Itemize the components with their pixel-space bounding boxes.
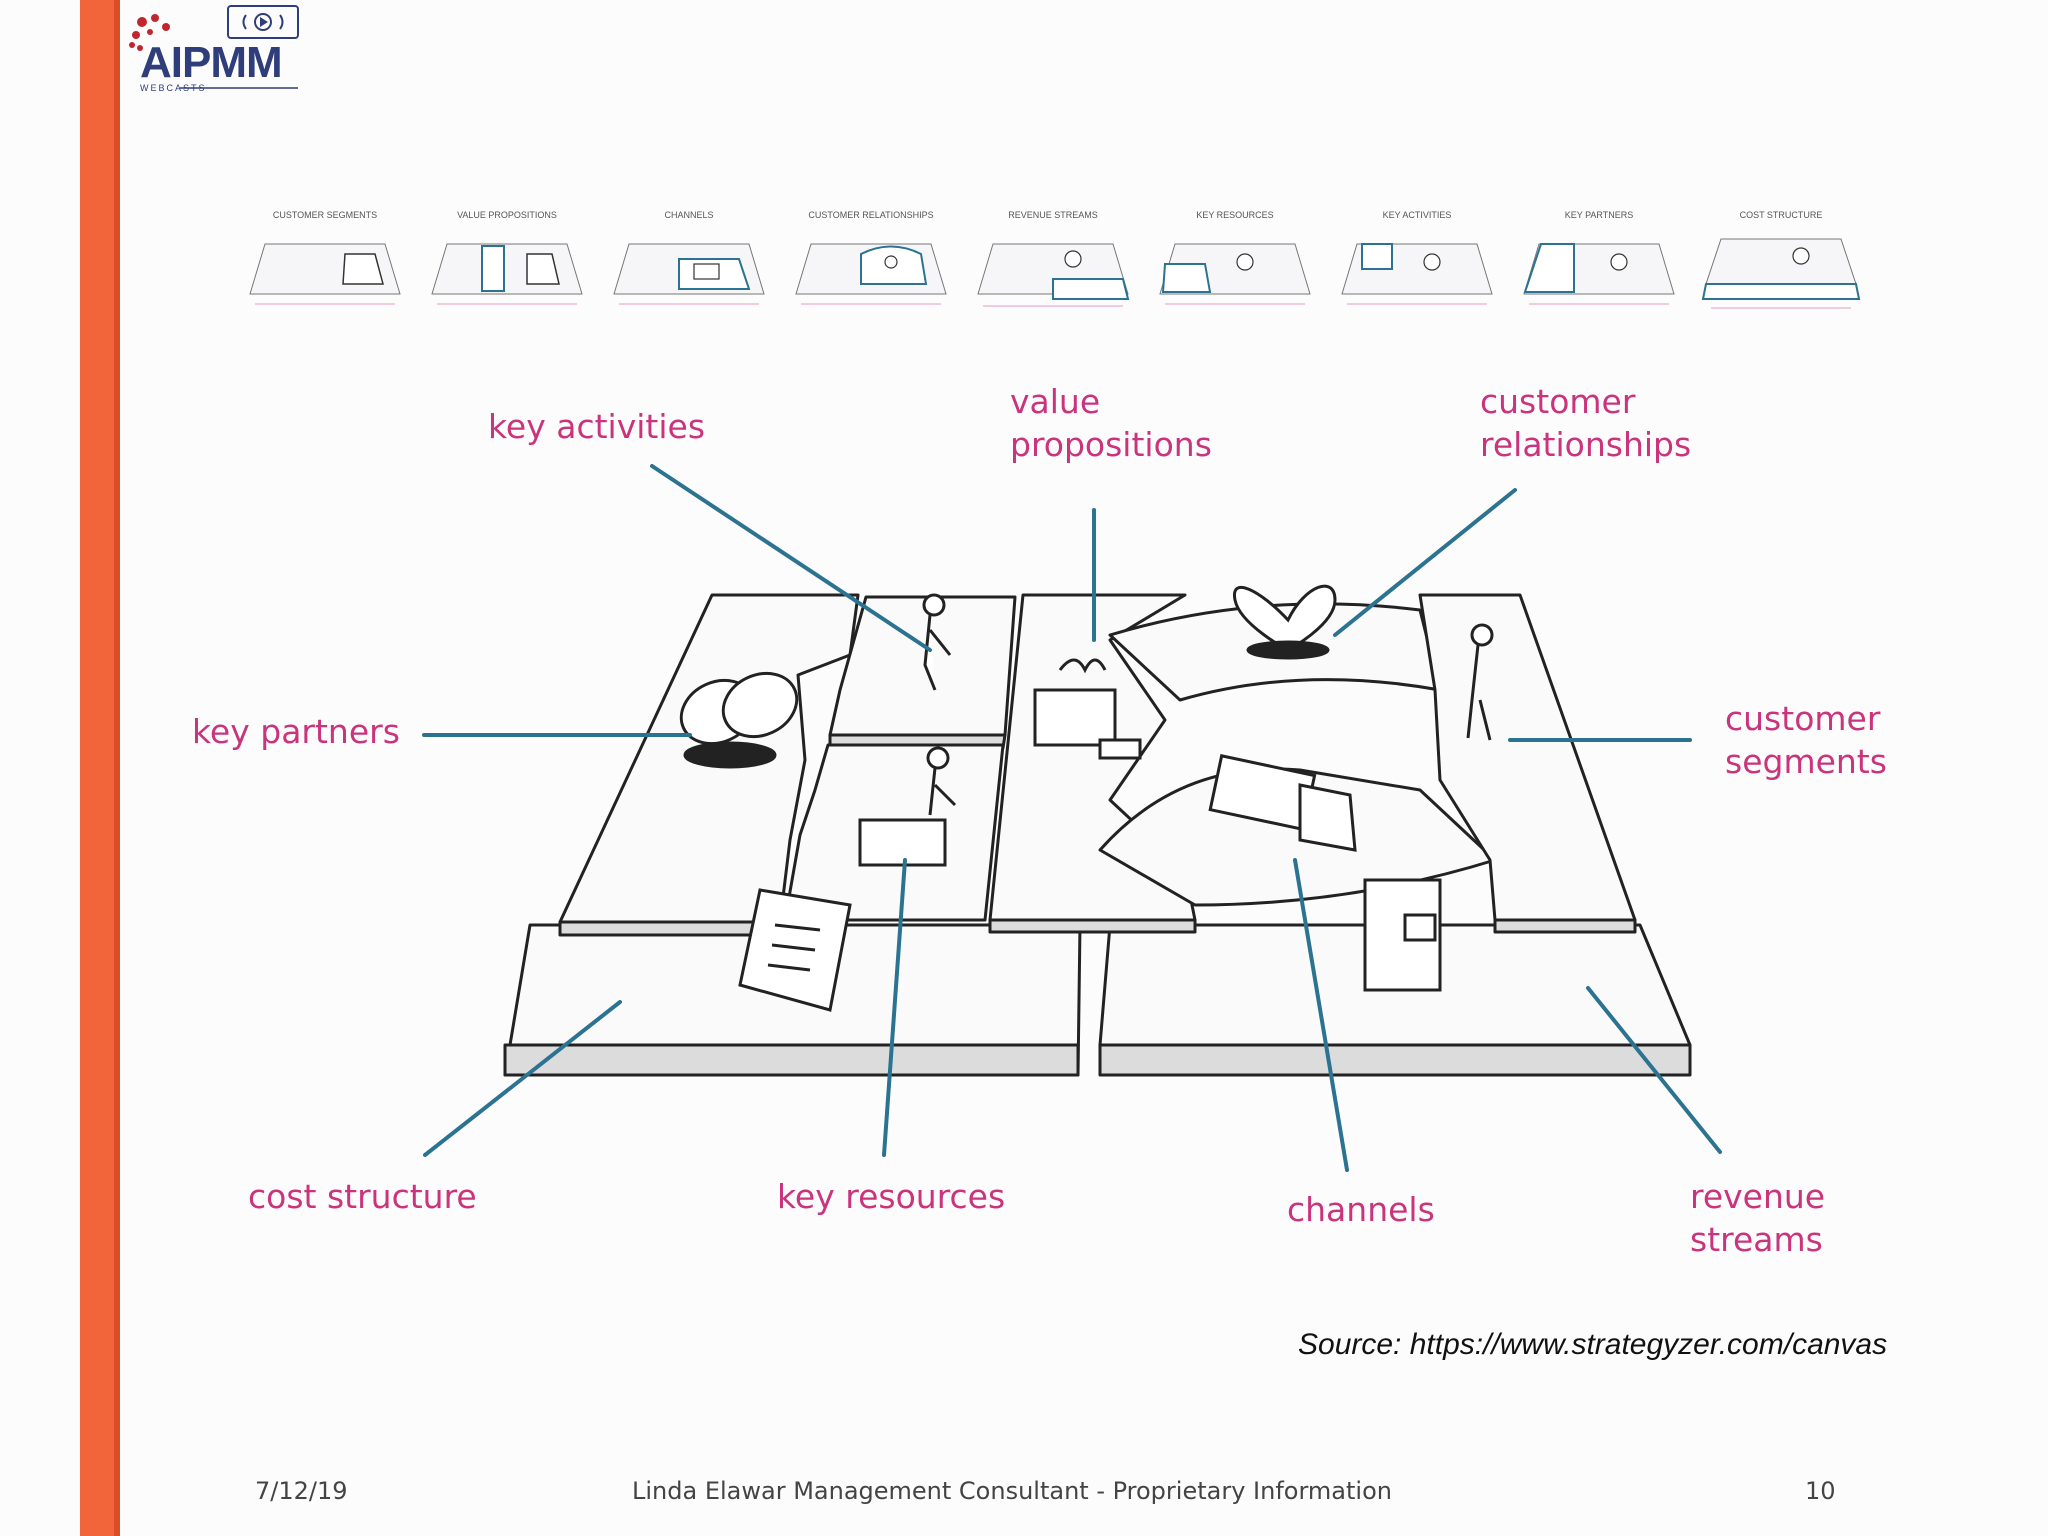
footer-page-number: 10 <box>1805 1477 1836 1505</box>
thumbnail-channels: CHANNELS <box>609 210 769 310</box>
key-activities-block <box>828 595 1017 737</box>
thumbnail-customer-segments: CUSTOMER SEGMENTS <box>245 210 405 310</box>
accent-side-bar <box>80 0 120 1536</box>
leader-line-key-resources <box>882 858 907 1157</box>
label-customer-segments-line1: customer <box>1725 699 1881 738</box>
label-value-propositions-line1: value <box>1010 382 1101 421</box>
label-value-propositions-line2: propositions <box>1010 425 1212 464</box>
thumbnail-key-partners: KEY PARTNERS <box>1519 210 1679 310</box>
thumbnail-key-resources: KEY RESOURCES <box>1155 210 1315 310</box>
leader-line-channels <box>1293 858 1349 1172</box>
label-channels: channels <box>1287 1190 1435 1229</box>
thumbnail-title: CUSTOMER SEGMENTS <box>272 210 378 220</box>
leader-line-revenue-streams <box>1586 986 1722 1154</box>
label-key-resources: key resources <box>777 1177 1006 1216</box>
footer-date: 7/12/19 <box>255 1477 348 1505</box>
leader-line-customer-relationships <box>1333 488 1517 637</box>
thumbnail-title: REVENUE STREAMS <box>1008 210 1098 220</box>
label-cost-structure: cost structure <box>248 1177 477 1216</box>
thumbnail-title: COST STRUCTURE <box>1739 210 1823 220</box>
thumbnail-title: VALUE PROPOSITIONS <box>457 210 557 220</box>
label-customer-relationships-line2: relationships <box>1480 425 1692 464</box>
label-revenue-streams-line1: revenue <box>1690 1177 1826 1216</box>
thumbnail-title: KEY RESOURCES <box>1196 210 1274 220</box>
logo-text: AIPMM <box>140 38 283 87</box>
label-customer-relationships-line1: customer <box>1480 382 1636 421</box>
footer-text: Linda Elawar Management Consultant - Pro… <box>632 1477 1392 1505</box>
thumbnail-title: CHANNELS <box>664 210 714 220</box>
thumbnail-title: CUSTOMER RELATIONSHIPS <box>808 210 934 220</box>
label-key-partners: key partners <box>192 712 400 751</box>
thumbnail-title: KEY ACTIVITIES <box>1382 210 1452 220</box>
source-citation: Source: https://www.strategyzer.com/canv… <box>1298 1328 1888 1361</box>
thumbnail-revenue-streams: REVENUE STREAMS <box>973 210 1133 310</box>
label-key-activities: key activities <box>488 407 706 446</box>
thumbnail-value-propositions: VALUE PROPOSITIONS <box>427 210 587 310</box>
label-customer-segments-line2: segments <box>1725 742 1887 781</box>
thumbnail-title: KEY PARTNERS <box>1564 210 1634 220</box>
label-revenue-streams-line2: streams <box>1690 1220 1823 1259</box>
thumbnail-customer-relationships: CUSTOMER RELATIONSHIPS <box>791 210 951 310</box>
thumbnail-key-activities: KEY ACTIVITIES <box>1337 210 1497 310</box>
leader-line-key-activities <box>650 464 932 652</box>
leader-line-cost-structure <box>423 1000 622 1157</box>
logo-subtitle: WEBCASTS <box>140 83 207 93</box>
thumbnail-cost-structure: COST STRUCTURE <box>1701 210 1861 310</box>
